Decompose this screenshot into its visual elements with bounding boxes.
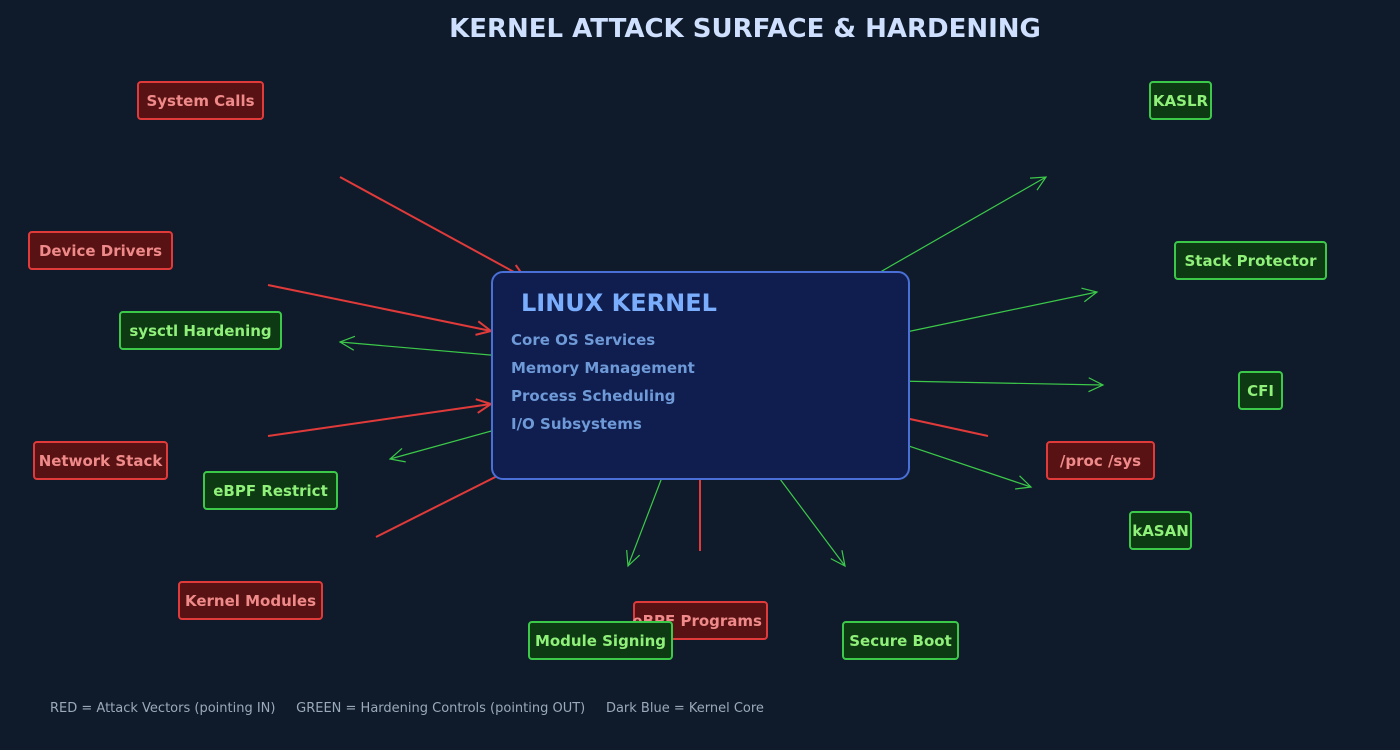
control-secure-boot: Secure Boot <box>842 621 959 660</box>
legend-blue: Dark Blue = Kernel Core <box>605 701 764 716</box>
legend-green: GREEN = Hardening Controls (pointing OUT… <box>296 701 586 716</box>
legend-red: RED = Attack Vectors (pointing IN) <box>50 701 276 716</box>
hardening-arrow <box>895 377 1105 393</box>
diagram-title: KERNEL ATTACK SURFACE & HARDENING <box>449 14 1041 44</box>
legend: RED = Attack Vectors (pointing IN) GREEN… <box>50 701 764 716</box>
control-cfi: CFI <box>1238 371 1283 410</box>
kernel-core-box: LINUX KERNEL Core OS Services Memory Man… <box>491 271 910 480</box>
control-kasan: kASAN <box>1129 511 1192 550</box>
attack-arrow <box>267 284 494 336</box>
kernel-item: Core OS Services <box>511 331 656 349</box>
attack-arrow <box>267 398 494 437</box>
kernel-item: Memory Management <box>511 359 695 377</box>
control-kaslr: KASLR <box>1149 81 1212 120</box>
control-module-signing: Module Signing <box>528 621 673 660</box>
hardening-arrow <box>626 466 667 568</box>
attack-kernel-modules: Kernel Modules <box>178 581 323 620</box>
kernel-item: I/O Subsystems <box>511 415 642 433</box>
hardening-arrow <box>891 287 1099 336</box>
hardening-arrow <box>867 176 1048 280</box>
attack-proc-sys: /proc /sys <box>1046 441 1155 480</box>
control-ebpf-restrict: eBPF Restrict <box>203 471 338 510</box>
kernel-title: LINUX KERNEL <box>521 289 717 317</box>
control-sysctl-hardening: sysctl Hardening <box>119 311 282 350</box>
attack-system-calls: System Calls <box>137 81 264 120</box>
control-stack-protector: Stack Protector <box>1174 241 1327 280</box>
attack-network-stack: Network Stack <box>33 441 168 480</box>
kernel-item: Process Scheduling <box>511 387 676 405</box>
hardening-arrow <box>770 466 846 568</box>
attack-device-drivers: Device Drivers <box>28 231 173 270</box>
attack-arrow <box>339 176 528 280</box>
